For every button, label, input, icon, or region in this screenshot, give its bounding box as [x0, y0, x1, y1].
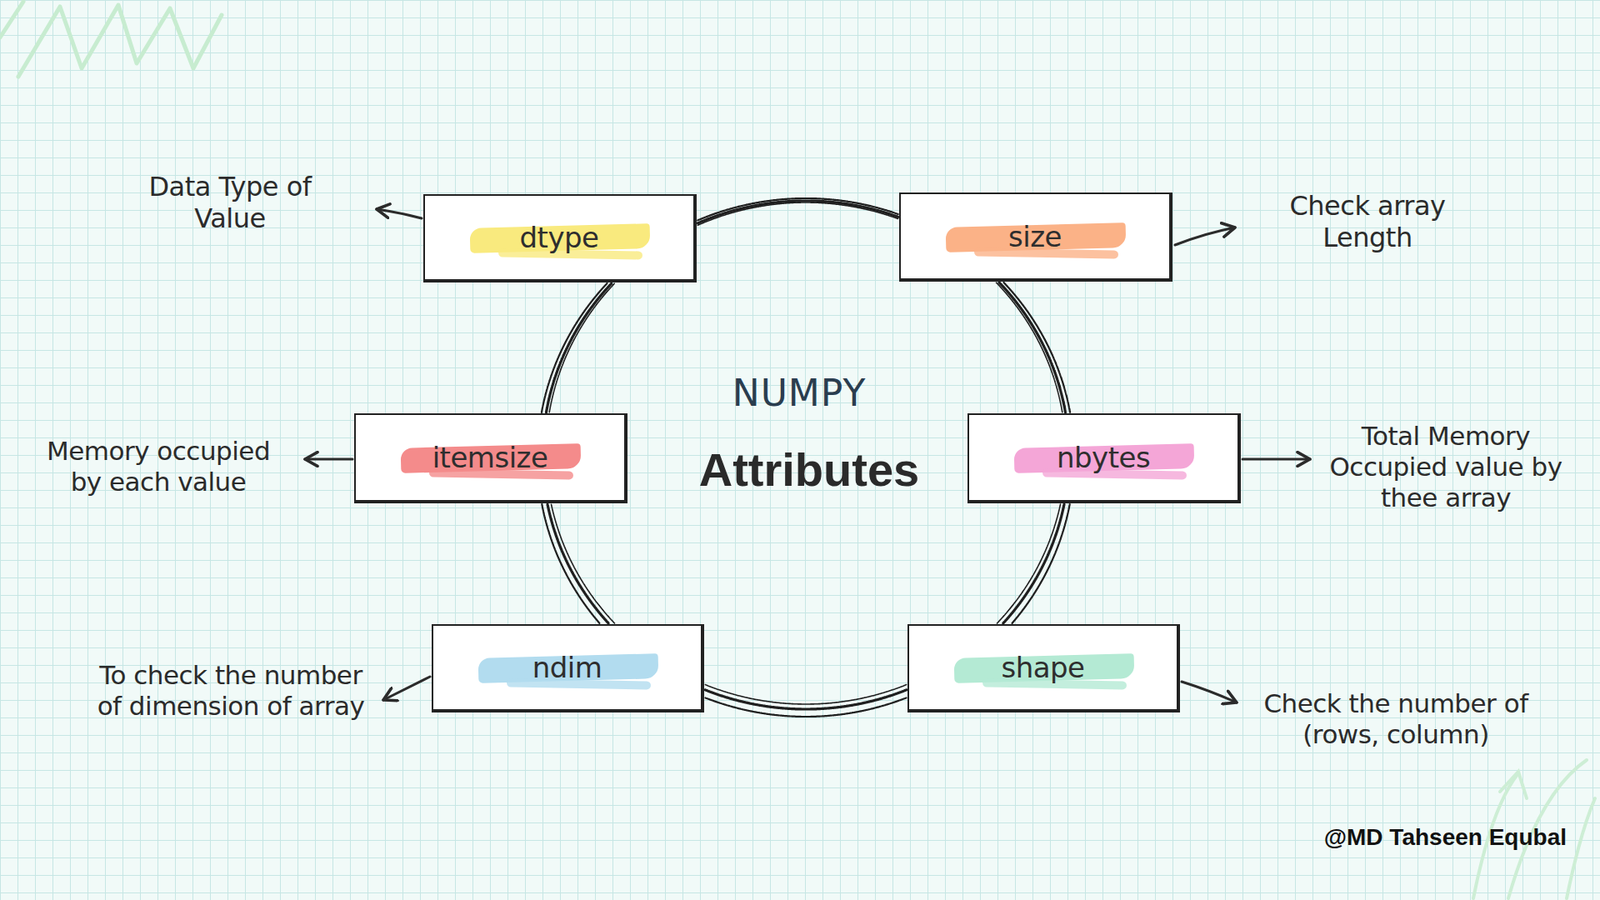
ring-stroke [705, 685, 906, 705]
leader-arrow [383, 676, 430, 700]
leader-arrow [1175, 227, 1235, 245]
description-note: To check the number of dimension of arra… [87, 660, 375, 722]
attribute-box: shape [907, 624, 1180, 713]
center-heading: NUMPY [732, 371, 867, 416]
center-title: Attributes [699, 441, 920, 498]
zigzag-stroke [0, 1, 24, 38]
ring-stroke [996, 282, 1063, 413]
attribute-box: ndim [431, 624, 705, 713]
watermark: @MD Tahseen Equbal [1324, 823, 1567, 852]
zigzag-decoration [0, 1, 222, 77]
ring-connector [997, 504, 1070, 624]
attribute-box: itemsize [354, 413, 628, 504]
attribute-name: nbytes [1056, 440, 1150, 475]
ring-stroke [698, 200, 899, 224]
corner-stroke [1566, 798, 1595, 899]
leader-arrow [305, 458, 353, 461]
description-note: Total Memory Occupied value by thee arra… [1325, 420, 1567, 515]
ring-connector [705, 685, 907, 718]
attribute-box: dtype [423, 194, 697, 283]
ring-stroke [999, 282, 1065, 413]
leader-arrow [1181, 681, 1237, 703]
leader-arrow [376, 209, 422, 219]
ring-connector [541, 504, 615, 624]
ring-connector [996, 282, 1071, 413]
ring-stroke [551, 504, 615, 624]
attribute-name: itemsize [432, 440, 549, 475]
description-note: Memory occupied by each value [29, 435, 288, 498]
corner-stroke [1500, 771, 1527, 799]
description-note: Check array Length [1259, 190, 1476, 255]
ring-stroke [1012, 504, 1070, 624]
attribute-box: size [899, 192, 1173, 282]
attribute-name: dtype [519, 220, 599, 255]
ring-connector [541, 283, 614, 413]
leader-arrow [1242, 458, 1310, 461]
ring-stroke [546, 283, 612, 413]
description-note: Check the number of (rows, column) [1258, 688, 1534, 750]
description-note: Data Type of Value [121, 170, 339, 235]
attribute-name: ndim [532, 650, 603, 685]
ring-stroke [705, 690, 907, 710]
ring-stroke [997, 504, 1061, 624]
attribute-name: size [1008, 220, 1062, 254]
zigzag-stroke [18, 5, 222, 77]
ring-stroke [549, 285, 614, 413]
attribute-name: shape [1000, 650, 1085, 685]
attribute-box: nbytes [967, 413, 1241, 504]
ring-stroke [705, 697, 907, 717]
ring-stroke [541, 504, 600, 624]
